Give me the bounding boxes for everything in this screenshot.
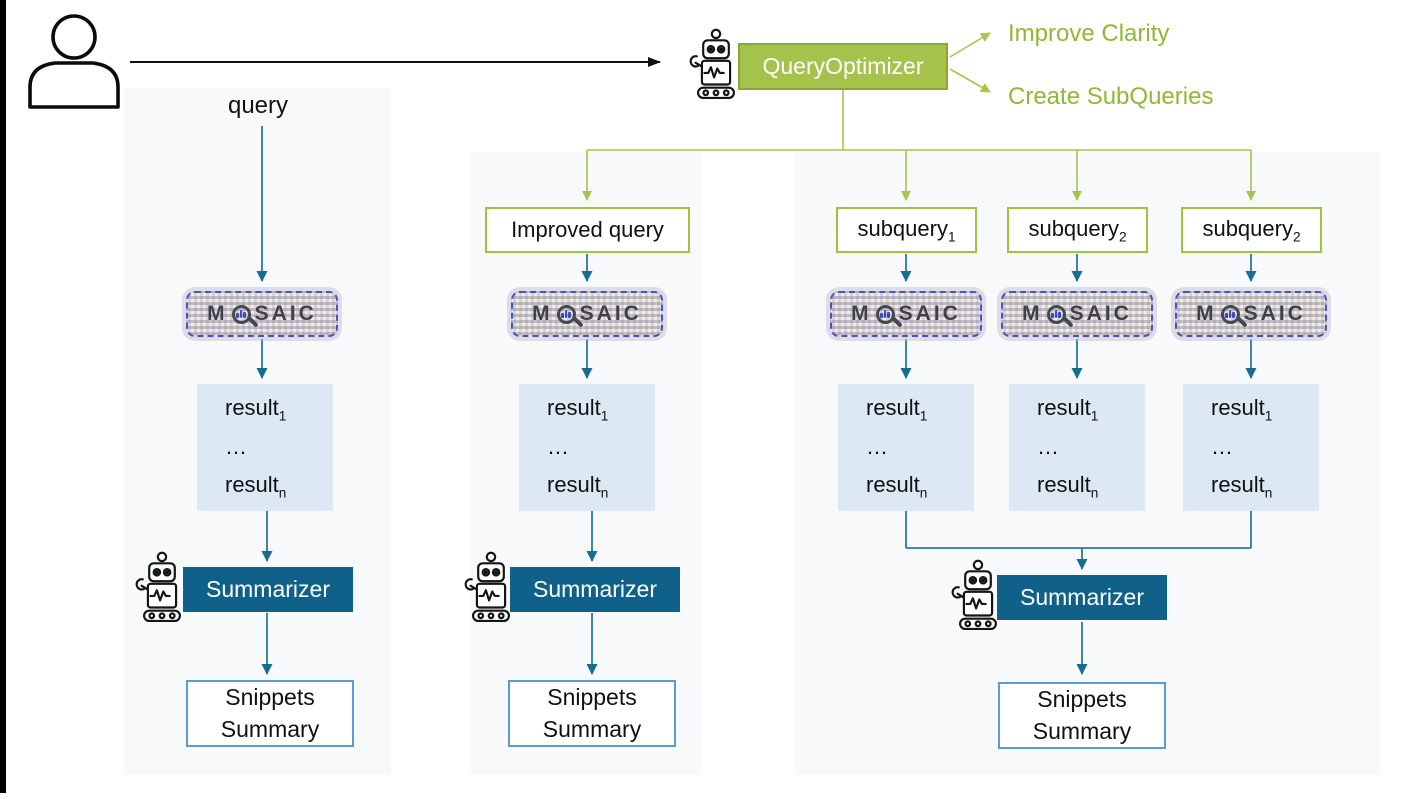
action-improve-clarity: Improve Clarity: [1008, 20, 1170, 47]
result-last: resultn: [225, 471, 287, 500]
subquery-3-label: subquery2: [1202, 215, 1301, 245]
summarizer-label: Summarizer: [1020, 584, 1144, 610]
mosaic-letter: M: [207, 302, 228, 325]
results-box: result1 … resultn: [1183, 384, 1319, 511]
results-box: result1 … resultn: [519, 384, 655, 511]
mosaic-letters: SAIC: [579, 302, 642, 325]
mosaic-letters: SAIC: [1069, 302, 1132, 325]
window-edge-bar: [0, 0, 6, 793]
snippets-summary-box: Snippets Summary: [508, 680, 676, 747]
snippets-line2: Summary: [220, 715, 320, 742]
snippets-line2: Summary: [542, 715, 642, 742]
mosaic-letters: SAIC: [898, 302, 961, 325]
snippets-line1: Snippets: [1037, 686, 1127, 713]
mosaic-letters: SAIC: [1243, 302, 1306, 325]
action-create-subqueries: Create SubQueries: [1008, 83, 1214, 110]
person-icon: [18, 12, 130, 112]
result-last: resultn: [1211, 471, 1273, 500]
subquery-2-label: subquery2: [1028, 215, 1127, 245]
snippets-summary-box: Snippets Summary: [186, 680, 354, 747]
mosaic-letter: M: [532, 302, 553, 325]
mosaic-letter: M: [1196, 302, 1217, 325]
magnifier-chart-icon: [1220, 304, 1240, 324]
snippets-summary-box: Snippets Summary: [998, 682, 1166, 749]
mosaic-letter: M: [1022, 302, 1043, 325]
subquery-3-box: subquery2: [1181, 207, 1322, 253]
mosaic-letters: SAIC: [254, 302, 317, 325]
mosaic-engine-logo: M SAIC: [1001, 291, 1153, 337]
snippets-line1: Snippets: [547, 684, 637, 711]
subquery-1-label: subquery1: [857, 215, 956, 245]
summarizer-box: Summarizer: [510, 567, 680, 612]
summarizer-label: Summarizer: [206, 576, 330, 602]
result-last: resultn: [866, 471, 928, 500]
query-optimizer-box: QueryOptimizer: [738, 43, 948, 90]
magnifier-chart-icon: [556, 304, 576, 324]
subquery-2-box: subquery2: [1007, 207, 1148, 253]
result-ellipsis: …: [547, 434, 569, 460]
magnifier-chart-icon: [1046, 304, 1066, 324]
result-first: result1: [225, 395, 287, 424]
query-label: query: [227, 92, 289, 119]
result-ellipsis: …: [866, 434, 888, 460]
mosaic-engine-logo: M SAIC: [1175, 291, 1327, 337]
result-last: resultn: [547, 471, 609, 500]
improved-query-label: Improved query: [511, 217, 664, 242]
result-last: resultn: [1037, 471, 1099, 500]
mosaic-letter: M: [851, 302, 872, 325]
results-box: result1 … resultn: [197, 384, 333, 511]
query-optimizer-label: QueryOptimizer: [762, 53, 924, 79]
improved-query-box: Improved query: [485, 207, 690, 253]
snippets-line2: Summary: [1032, 717, 1132, 744]
summarizer-label: Summarizer: [533, 576, 657, 602]
results-box: result1 … resultn: [1009, 384, 1145, 511]
summarizer-box: Summarizer: [183, 567, 353, 612]
results-box: result1 … resultn: [838, 384, 974, 511]
snippets-line1: Snippets: [225, 684, 315, 711]
result-first: result1: [547, 395, 609, 424]
result-first: result1: [1211, 395, 1273, 424]
mosaic-engine-logo: M SAIC: [511, 291, 663, 337]
result-first: result1: [866, 395, 928, 424]
magnifier-chart-icon: [875, 304, 895, 324]
mosaic-engine-logo: M SAIC: [830, 291, 982, 337]
result-first: result1: [1037, 395, 1099, 424]
summarizer-box: Summarizer: [997, 575, 1167, 620]
magnifier-chart-icon: [231, 304, 251, 324]
result-ellipsis: …: [1037, 434, 1059, 460]
result-ellipsis: …: [225, 434, 247, 460]
result-ellipsis: …: [1211, 434, 1233, 460]
subquery-1-box: subquery1: [836, 207, 977, 253]
mosaic-engine-logo: M SAIC: [186, 291, 338, 337]
